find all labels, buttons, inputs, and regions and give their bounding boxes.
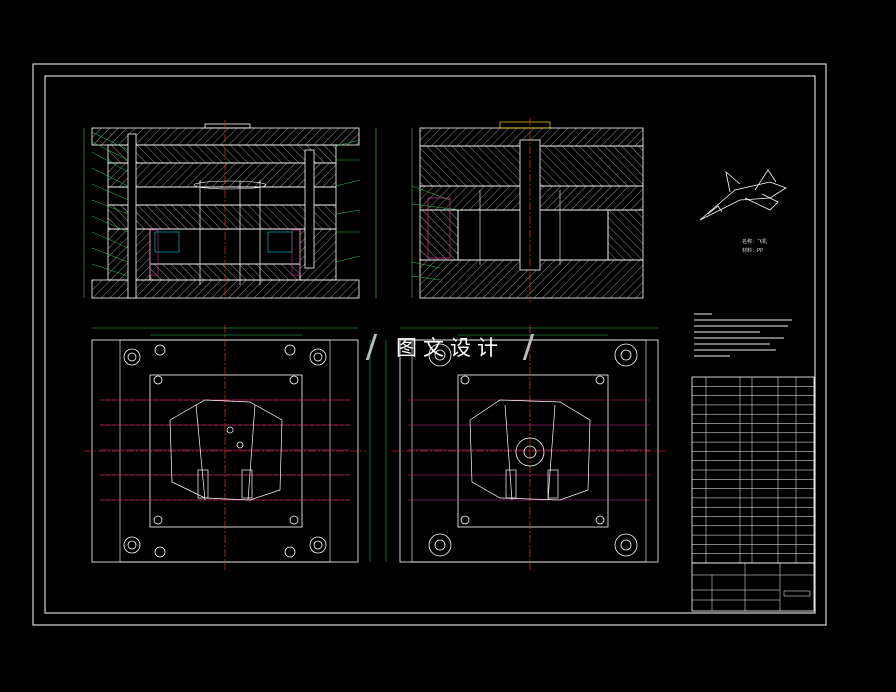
front-section-view <box>83 120 377 300</box>
watermark-text: 图文设计 <box>396 336 504 360</box>
title-block <box>691 562 815 612</box>
outer-frame <box>32 63 827 626</box>
part-name-caption: 名称：飞机 <box>742 238 767 245</box>
part-material-caption: 材料：PP <box>742 247 763 254</box>
technical-requirements <box>694 313 792 357</box>
fixed-half-plan-view <box>385 325 666 570</box>
watermark-banner: 图文设计 <box>365 328 535 366</box>
part-isometric-view <box>699 169 787 221</box>
moving-half-plan-view <box>84 325 371 570</box>
inner-frame <box>44 75 816 614</box>
side-section-view <box>411 118 644 302</box>
bill-of-materials <box>691 376 815 564</box>
